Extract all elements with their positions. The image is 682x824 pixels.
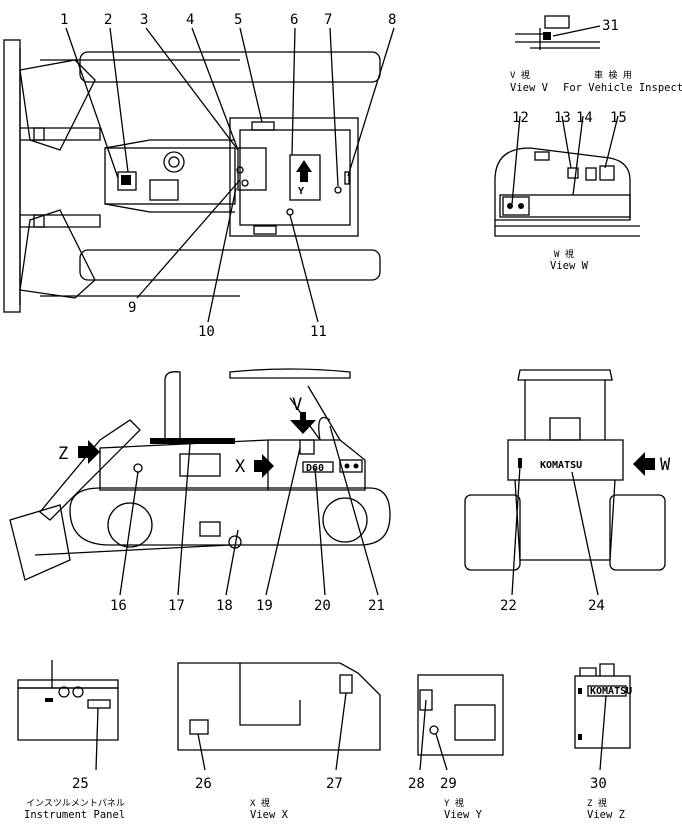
svg-text:KOMATSU: KOMATSU	[590, 686, 632, 697]
caption-y-en: View Y	[444, 809, 483, 820]
callout-16: 16	[110, 598, 127, 614]
caption-w-en: View W	[550, 260, 589, 272]
callout-12: 12	[512, 110, 529, 126]
callout-24: 24	[588, 598, 605, 614]
callout-5: 5	[234, 12, 242, 28]
svg-text:KOMATSU: KOMATSU	[540, 460, 582, 471]
callout-7: 7	[324, 12, 332, 28]
view-w	[494, 115, 640, 237]
svg-text:Y: Y	[298, 186, 304, 197]
callout-13: 13	[554, 110, 571, 126]
callout-26: 26	[195, 776, 212, 792]
front-view: KOMATSU W	[464, 369, 671, 596]
view-v	[515, 15, 601, 50]
callout-27: 27	[326, 776, 343, 792]
caption-y-jp: Y 視	[444, 797, 464, 809]
caption-v-jp-right: 車 検 用	[594, 69, 632, 81]
caption-v-en: View V	[510, 82, 549, 94]
top-view: Y	[3, 27, 395, 323]
side-view: D60 Z X V	[9, 368, 391, 596]
svg-text:V: V	[292, 395, 302, 415]
view-x-panel	[177, 662, 381, 771]
svg-text:X: X	[235, 457, 246, 477]
callout-29: 29	[440, 776, 457, 792]
caption-instrument-en: Instrument Panel	[24, 809, 125, 820]
caption-x-jp: X 視	[250, 797, 270, 809]
svg-text:Z: Z	[58, 444, 68, 464]
callout-22: 22	[500, 598, 517, 614]
callout-28: 28	[408, 776, 425, 792]
callout-10: 10	[198, 324, 215, 340]
view-captions: V 視 View V 車 検 用 For Vehicle Inspectoria…	[24, 69, 682, 821]
callout-30: 30	[590, 776, 607, 792]
callout-1: 1	[60, 12, 68, 28]
caption-v-en-right: For Vehicle Inspectorial	[563, 82, 682, 94]
callout-25: 25	[72, 776, 89, 792]
caption-v-jp: V 視	[510, 69, 530, 81]
caption-instrument-jp: インスツルメントパネル	[26, 798, 125, 809]
view-z-panel: KOMATSU	[574, 663, 632, 771]
callout-20: 20	[314, 598, 331, 614]
callout-17: 17	[168, 598, 185, 614]
callout-11: 11	[310, 324, 327, 340]
callout-8: 8	[388, 12, 396, 28]
callout-4: 4	[186, 12, 194, 28]
callout-6: 6	[290, 12, 298, 28]
instrument-panel-view	[17, 660, 119, 771]
callout-14: 14	[576, 110, 593, 126]
caption-x-en: View X	[250, 809, 289, 820]
callout-19: 19	[256, 598, 273, 614]
callout-18: 18	[216, 598, 233, 614]
view-y-panel	[417, 674, 504, 771]
caption-w-jp: W 視	[554, 248, 574, 260]
caption-z-en: View Z	[587, 809, 625, 820]
callout-21: 21	[368, 598, 385, 614]
caption-z-jp: Z 視	[587, 797, 607, 809]
callout-9: 9	[128, 300, 136, 316]
callout-numbers: 1 2 3 4 5 6 7 8 9 10 11 12 13 14 15 16 1…	[60, 12, 627, 792]
callout-3: 3	[140, 12, 148, 28]
callout-15: 15	[610, 110, 627, 126]
callout-2: 2	[104, 12, 112, 28]
callout-31: 31	[602, 18, 619, 34]
svg-text:W: W	[660, 455, 671, 475]
